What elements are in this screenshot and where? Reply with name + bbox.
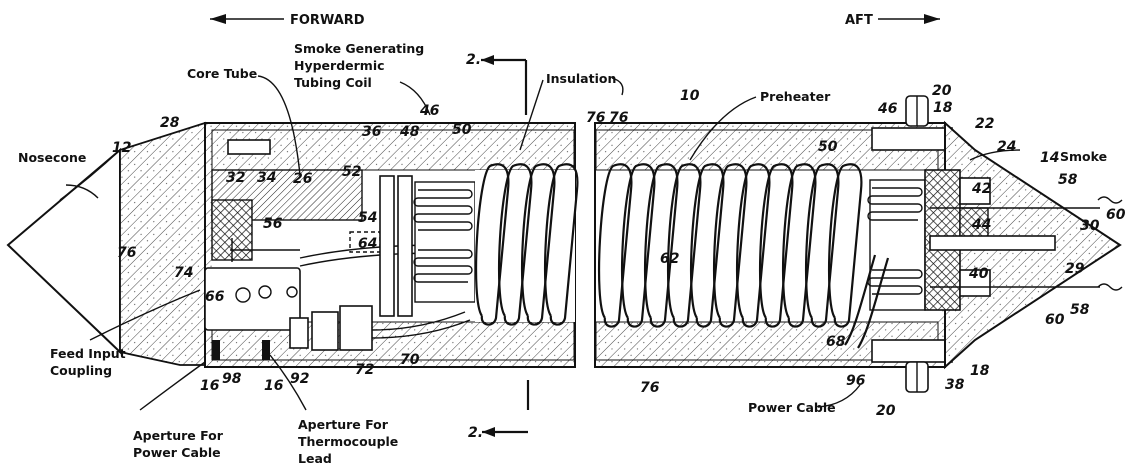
numeral-66: 66 xyxy=(205,289,225,305)
section-marker-bottom: 2. xyxy=(468,380,530,441)
numeral-96: 96 xyxy=(846,373,866,389)
label-power-cable: Power Cable xyxy=(748,400,836,415)
section-marker-top: 2. xyxy=(466,52,528,115)
numeral-62: 62 xyxy=(660,251,679,267)
label-feed-input-line2: Coupling xyxy=(50,363,112,378)
numeral-76d: 76 xyxy=(640,380,660,396)
label-smoke: Smoke xyxy=(1060,149,1107,164)
numeral-40: 40 xyxy=(968,266,989,282)
numeral-12: 12 xyxy=(112,140,131,156)
numeral-38: 38 xyxy=(945,377,965,393)
aft-tubing-coil xyxy=(867,179,926,311)
numeral-48: 48 xyxy=(399,124,420,140)
numeral-56: 56 xyxy=(263,216,283,232)
label-aperture-thermo-line3: Lead xyxy=(298,451,332,466)
label-nosecone: Nosecone xyxy=(18,150,86,165)
numeral-50b: 50 xyxy=(818,139,838,155)
numeral-58b: 58 xyxy=(1070,302,1090,318)
forward-direction: FORWARD xyxy=(210,13,365,28)
numeral-60a: 60 xyxy=(1106,207,1126,223)
numeral-46b: 46 xyxy=(877,101,898,117)
numeral-68: 68 xyxy=(826,334,846,350)
numeral-42: 42 xyxy=(971,181,991,197)
numeral-18b: 18 xyxy=(970,363,990,379)
numeral-44: 44 xyxy=(971,217,991,233)
label-smoke-coil-line3: Tubing Coil xyxy=(294,75,372,90)
numeral-70: 70 xyxy=(400,352,420,368)
numeral-36: 36 xyxy=(362,124,382,140)
numeral-76a: 76 xyxy=(117,245,137,261)
numeral-22: 22 xyxy=(975,116,994,132)
label-aperture-thermo-line2: Thermocouple xyxy=(298,434,398,449)
numeral-92: 92 xyxy=(290,371,309,387)
numeral-76b: 76 xyxy=(586,110,606,126)
numeral-74: 74 xyxy=(174,265,193,281)
numeral-58a: 58 xyxy=(1058,172,1078,188)
numeral-60b: 60 xyxy=(1045,312,1065,328)
numeral-32: 32 xyxy=(226,170,245,186)
label-aperture-power-line1: Aperture For xyxy=(133,428,224,443)
label-smoke-coil-line2: Hyperdermic xyxy=(294,58,385,73)
numeral-46a: 46 xyxy=(419,103,440,119)
label-core-tube: Core Tube xyxy=(187,66,257,81)
nosecone-insulation xyxy=(119,121,206,366)
numeral-76c: 76 xyxy=(609,110,629,126)
numeral-28: 28 xyxy=(160,115,180,131)
numeral-54: 54 xyxy=(358,210,377,226)
label-preheater: Preheater xyxy=(760,89,831,104)
numeral-20a: 20 xyxy=(932,83,952,99)
numeral-14: 14 xyxy=(1040,150,1059,166)
numeral-64: 64 xyxy=(358,236,377,252)
section-marker-top-label: 2. xyxy=(466,52,481,68)
numeral-29: 29 xyxy=(1065,261,1085,277)
aft-direction: AFT xyxy=(845,13,940,28)
forward-label: FORWARD xyxy=(290,13,365,28)
bolt-top xyxy=(905,95,929,127)
numeral-16a: 16 xyxy=(200,378,220,394)
reference-numerals: 10 12 14 16 16 18 18 20 20 22 24 26 28 2… xyxy=(112,83,1126,419)
nosecone-shape xyxy=(6,147,121,355)
forward-section xyxy=(6,121,579,368)
numeral-30: 30 xyxy=(1080,218,1100,234)
numeral-50a: 50 xyxy=(452,122,472,138)
aft-label: AFT xyxy=(845,13,873,28)
label-feed-input-line1: Feed Input xyxy=(50,346,126,361)
numeral-52: 52 xyxy=(342,164,361,180)
numeral-98: 98 xyxy=(222,371,242,387)
numeral-34: 34 xyxy=(257,170,276,186)
smoke-generating-coil xyxy=(413,181,476,303)
numeral-18a: 18 xyxy=(933,100,953,116)
numeral-26: 26 xyxy=(293,171,313,187)
numeral-10: 10 xyxy=(680,88,700,104)
numeral-24: 24 xyxy=(997,139,1016,155)
label-aperture-power-line2: Power Cable xyxy=(133,445,221,460)
label-aperture-thermo-line1: Aperture For xyxy=(298,417,389,432)
bolt-bottom xyxy=(905,361,929,393)
preheater-coils-forward xyxy=(475,163,579,326)
aft-section xyxy=(594,95,1123,393)
numeral-16b: 16 xyxy=(264,378,284,394)
label-smoke-coil-line1: Smoke Generating xyxy=(294,41,424,56)
numeral-72: 72 xyxy=(355,362,374,378)
preheater-coils-aft xyxy=(598,163,863,328)
section-marker-bottom-label: 2. xyxy=(468,425,483,441)
feed-input-coupling xyxy=(204,267,301,331)
leader-lines xyxy=(65,75,1021,411)
numeral-20b: 20 xyxy=(876,403,896,419)
label-insulation: Insulation xyxy=(546,71,616,86)
